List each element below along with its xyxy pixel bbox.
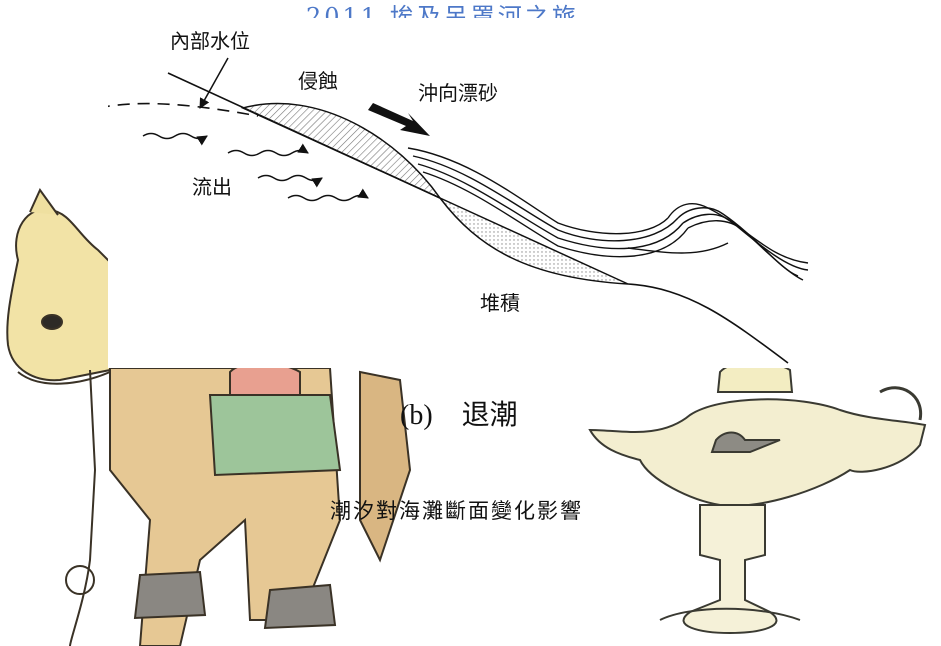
sand-drift-arrow: [368, 103, 430, 136]
beach-profile-figure: 內部水位 侵蝕 沖向漂砂 流出 堆積: [108, 29, 809, 364]
subfigure-text: 退潮: [461, 400, 518, 431]
wave-lines: [407, 147, 809, 281]
label-internal-water-level: 內部水位: [170, 29, 250, 53]
label-deposition: 堆積: [480, 291, 520, 315]
donkey-sketch: [6, 188, 412, 646]
figure-caption: 潮汐對海灘斷面變化影響: [330, 499, 583, 523]
internal-water-level-line: [108, 102, 259, 117]
label-outflow: 流出: [192, 175, 232, 199]
beach-profile-diagram: 內部水位 侵蝕 沖向漂砂 流出 堆積: [108, 18, 908, 368]
water-level-pointer: [199, 57, 229, 109]
magic-lamp-sketch: [588, 360, 927, 634]
label-erosion: 侵蝕: [298, 69, 338, 93]
erosion-area: [240, 102, 443, 200]
subfigure-tag: (b): [400, 400, 433, 431]
seabed-line: [627, 283, 789, 364]
subfigure-caption: (b) 退潮: [400, 393, 518, 433]
page-header: 2011 埃及吊罩河之旅: [306, 3, 579, 20]
deposition-area: [439, 197, 629, 285]
label-longshore-sand: 沖向漂砂: [418, 81, 498, 105]
outflow-arrows: [142, 132, 369, 202]
